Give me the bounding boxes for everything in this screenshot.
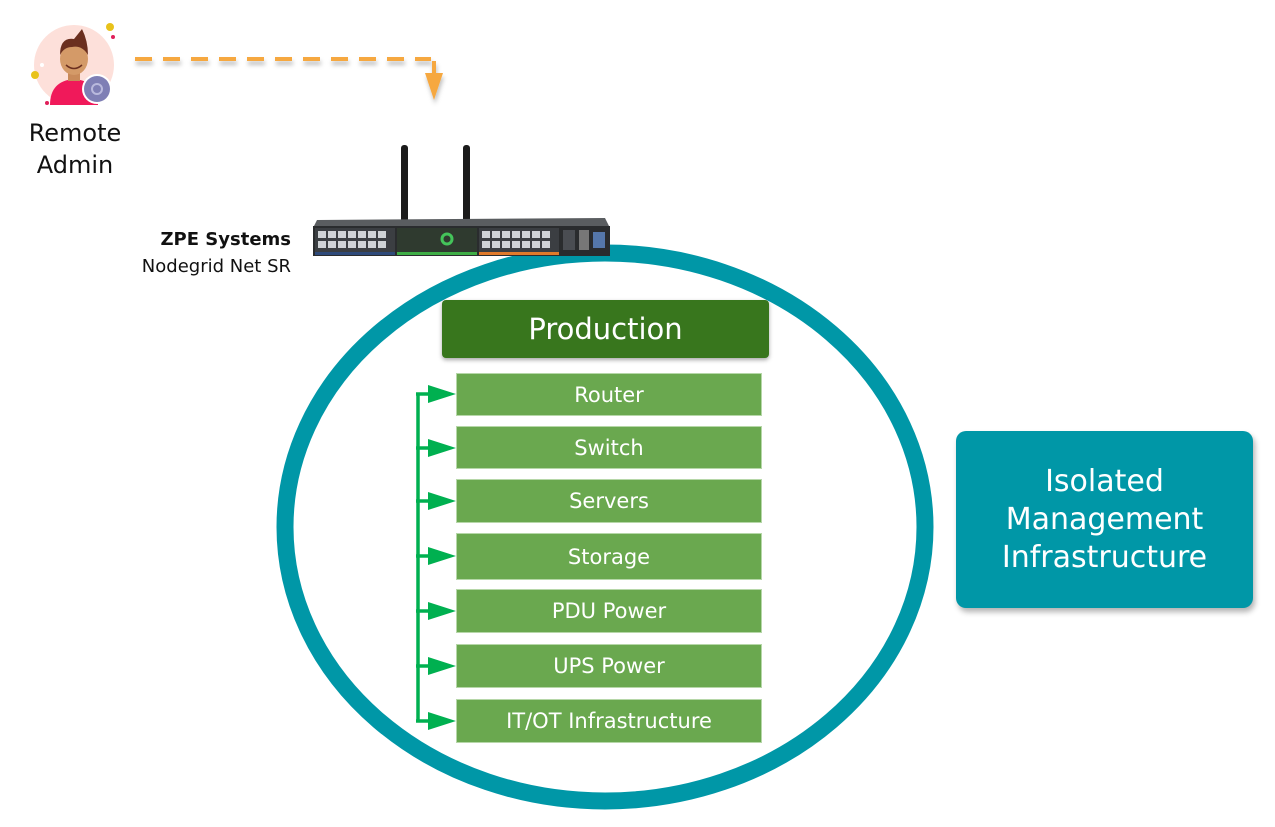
production-item-label: Servers — [569, 489, 649, 513]
production-item-router: Router — [456, 373, 762, 416]
production-item-label: PDU Power — [551, 599, 667, 623]
isolated-line3: Infrastructure — [1001, 539, 1208, 575]
distribution-arrows — [416, 385, 456, 730]
isolated-line1: Isolated — [1045, 463, 1164, 499]
production-item-label: Storage — [567, 544, 651, 569]
production-item-pdu-power: PDU Power — [456, 589, 762, 633]
arrow-right-icon — [428, 712, 456, 730]
arrow-right-icon — [428, 547, 456, 565]
production-title: Production — [528, 312, 683, 346]
production-item-label: UPS Power — [553, 654, 665, 678]
production-item-label: Router — [574, 382, 644, 407]
arrow-right-icon — [428, 439, 456, 457]
production-header: Production — [442, 300, 769, 358]
remote-admin-label-line1: Remote — [28, 119, 122, 147]
isolated-management-box: Isolated Management Infrastructure — [956, 431, 1253, 608]
arrow-right-icon — [428, 492, 456, 510]
remote-admin-label: Remote Admin — [10, 117, 140, 181]
dashed-arrow-down-icon — [135, 57, 443, 100]
device-brand: ZPE Systems — [160, 229, 292, 250]
production-item-itot-infrastructure: IT/OT Infrastructure — [456, 699, 762, 743]
production-item-label: IT/OT Infrastructure — [506, 709, 712, 733]
arrow-right-icon — [428, 657, 456, 675]
production-item-label: Switch — [574, 435, 644, 460]
arrow-right-icon — [428, 602, 456, 620]
production-item-servers: Servers — [456, 479, 762, 523]
admin-user-icon — [31, 23, 115, 105]
production-item-storage: Storage — [456, 533, 762, 580]
remote-admin-label-line2: Admin — [36, 151, 114, 179]
arrow-right-icon — [428, 385, 456, 403]
network-appliance-icon — [313, 145, 610, 256]
device-model: Nodegrid Net SR — [141, 256, 291, 277]
isolated-line2: Management — [1005, 501, 1204, 537]
production-item-switch: Switch — [456, 426, 762, 469]
production-item-ups-power: UPS Power — [456, 644, 762, 688]
